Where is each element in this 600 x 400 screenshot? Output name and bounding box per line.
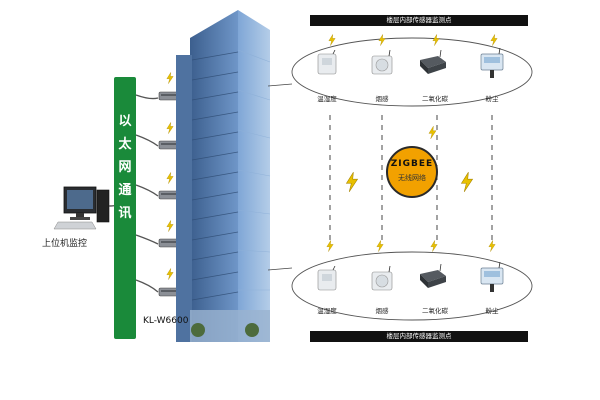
building-illustration — [176, 10, 271, 342]
pc-monitor-label: 上位机监控 — [42, 239, 88, 249]
sensor-label-smoke: 烟感 — [375, 307, 389, 315]
ethernet-char: 太 — [118, 137, 132, 152]
sensor-panel-title-top: 楼层内部传感器监测点 — [310, 15, 528, 26]
sensor-label-dust: 粉尘 — [485, 95, 499, 103]
zigbee-title: ZIGBEE — [390, 159, 434, 169]
sensor-panel-title-bottom: 楼层内部传感器监测点 — [310, 331, 528, 342]
pc-icon — [53, 186, 110, 230]
sensor-label-smoke: 烟感 — [375, 95, 389, 103]
sensor-label-co2: 二氧化碳 — [422, 95, 448, 103]
ethernet-label: 以 太 网 通 讯 — [114, 115, 136, 220]
ethernet-char: 网 — [118, 160, 132, 175]
gateway-links — [135, 94, 159, 293]
ethernet-bar — [114, 77, 136, 339]
ethernet-char: 讯 — [118, 206, 132, 221]
sensor-label-temperature: 温湿度 — [317, 95, 337, 103]
sensor-label-dust: 粉尘 — [485, 307, 499, 315]
sensor-label-temperature: 温湿度 — [317, 307, 337, 315]
bottom-floor-ellipse — [291, 251, 533, 321]
zigbee-subtitle: 无线网络 — [398, 174, 426, 182]
ethernet-char: 通 — [118, 183, 132, 198]
floor-link-lines — [267, 83, 293, 271]
sensor-label-co2: 二氧化碳 — [422, 307, 448, 315]
ethernet-char: 以 — [118, 114, 132, 129]
top-floor-ellipse — [291, 37, 533, 107]
gateway-model-label: KL-W6600 — [143, 316, 189, 326]
bottom-sensor-icons — [317, 240, 504, 292]
zigbee-badge: ZIGBEE 无线网络 — [386, 146, 438, 198]
top-sensor-icons — [317, 34, 504, 78]
gateway-lightning-icons — [166, 72, 174, 280]
